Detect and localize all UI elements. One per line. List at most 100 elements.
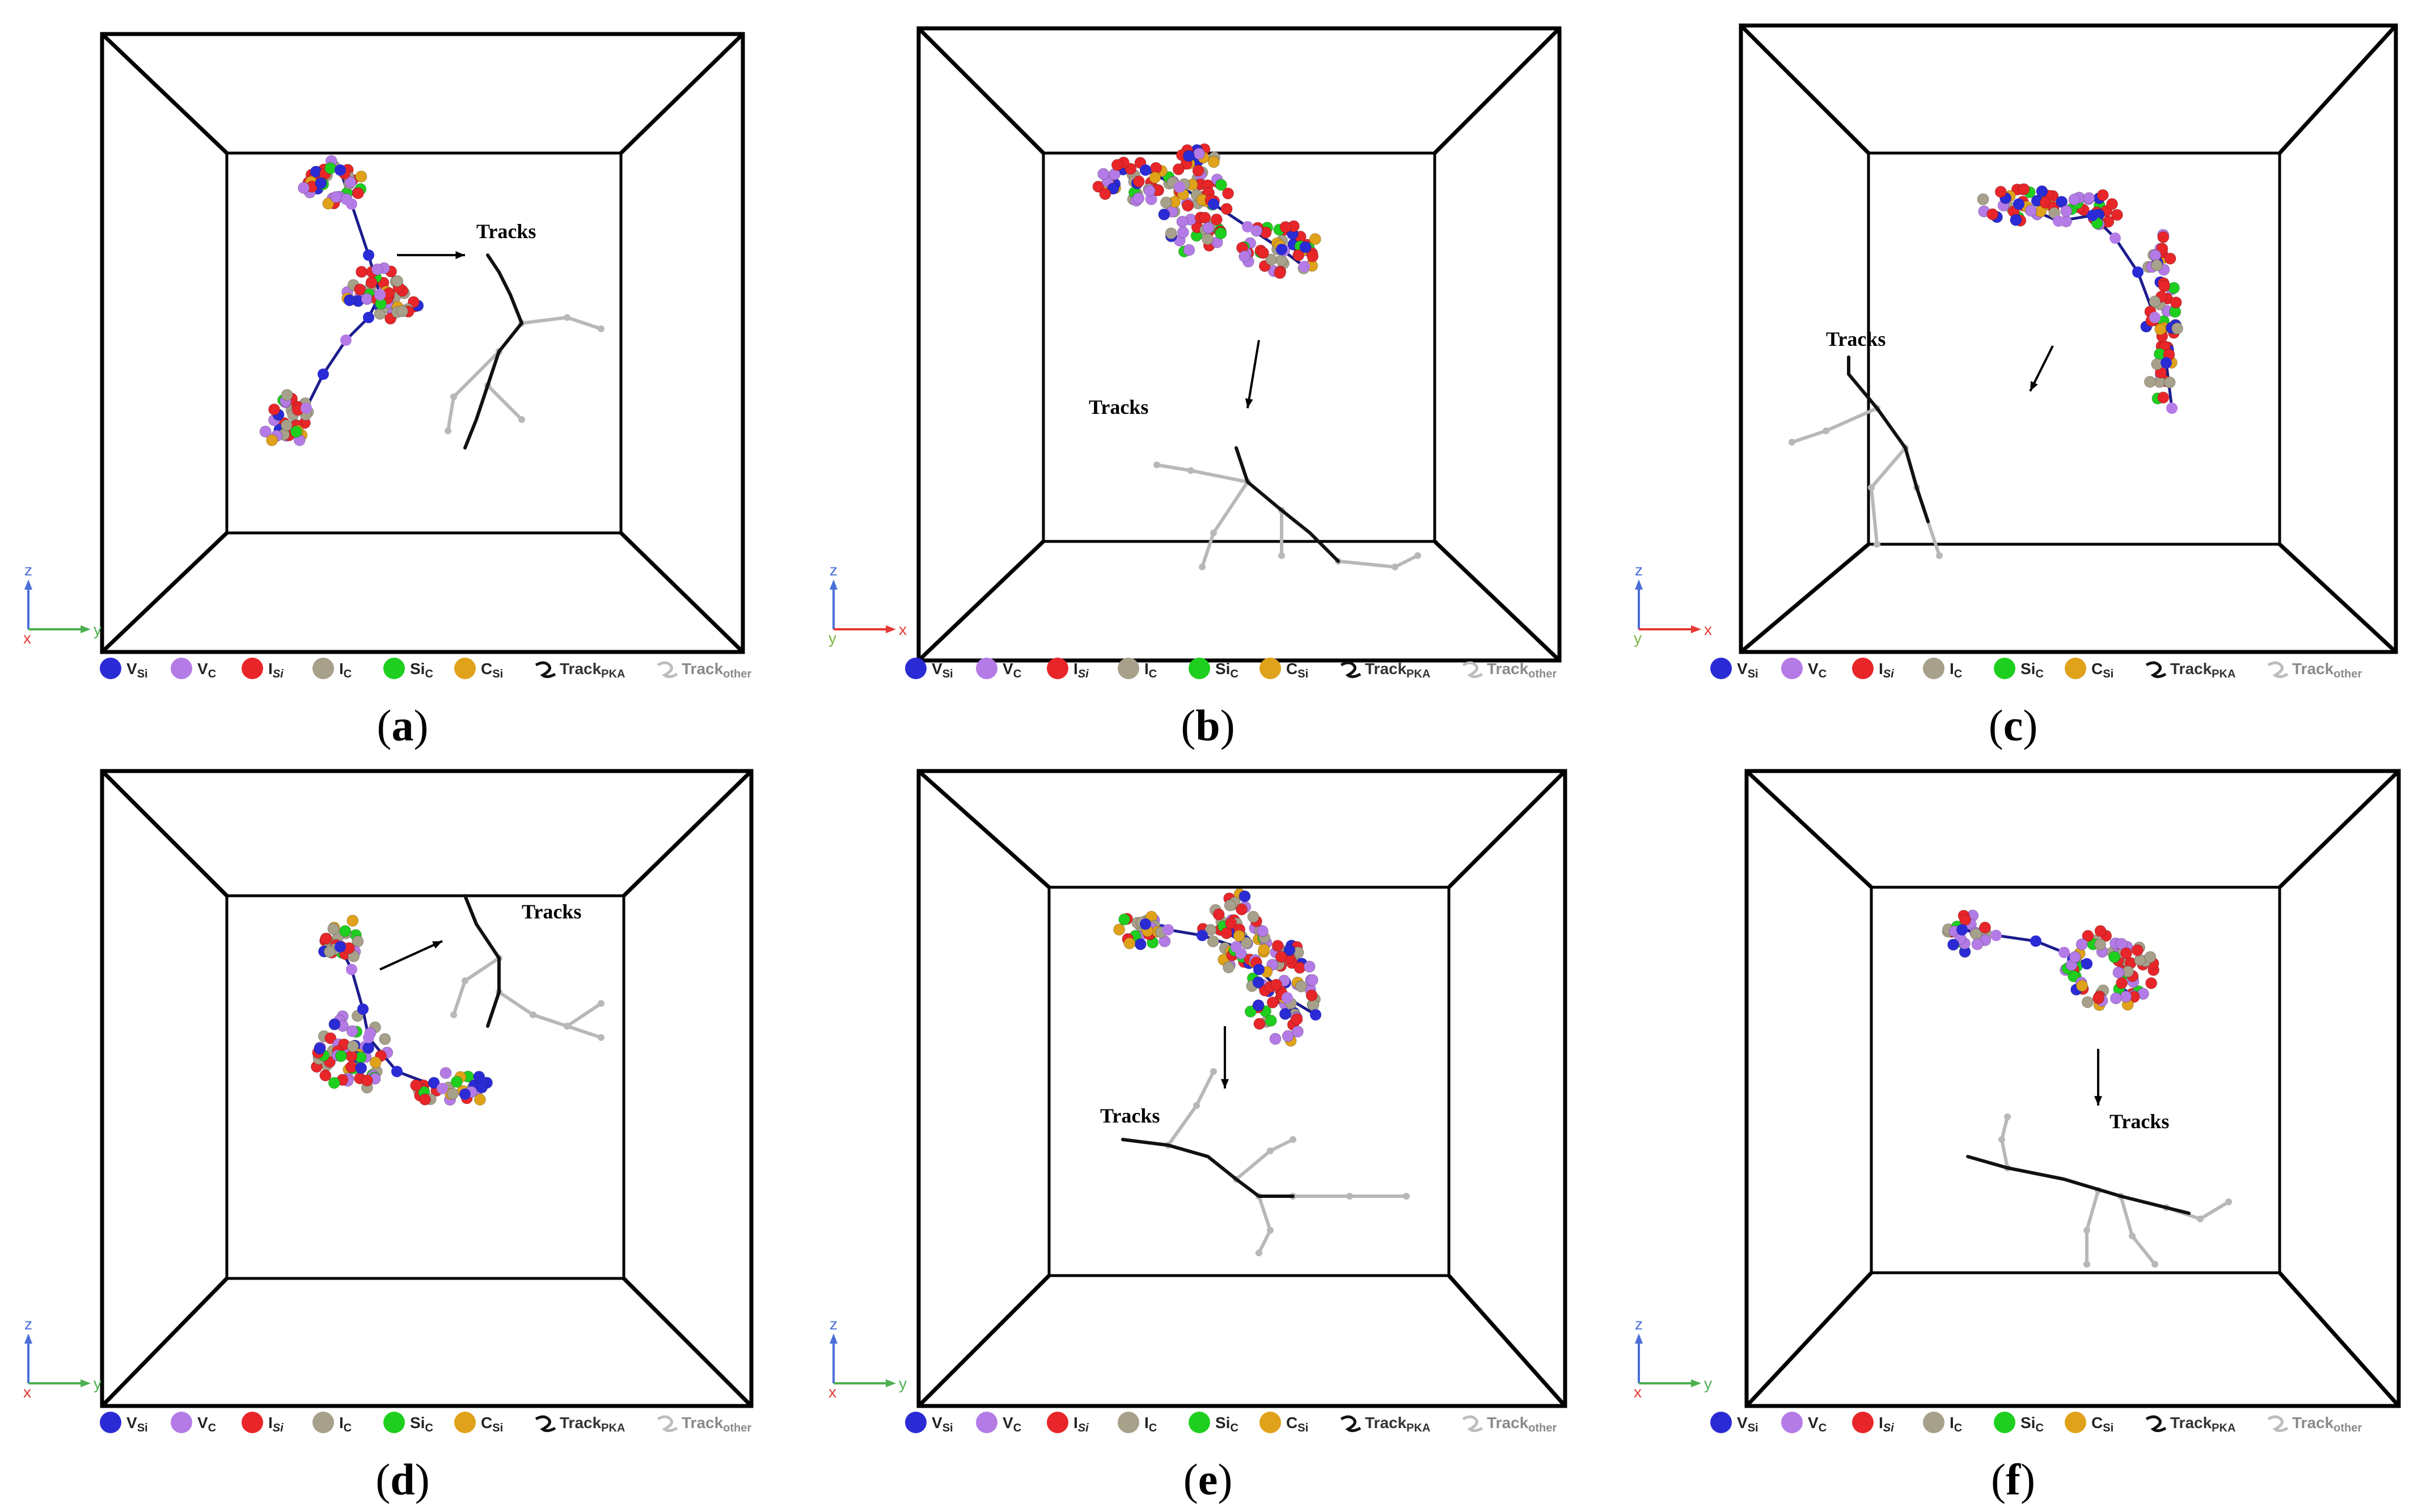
legend-label-trackother: Trackother — [2292, 660, 2362, 680]
track-node — [2083, 1261, 2090, 1268]
axis-horizontal-arrow — [1691, 1379, 1701, 1387]
atom-vc — [1291, 1026, 1304, 1038]
atom-vsi — [1253, 964, 1265, 975]
legend-swatch-vsi — [1710, 658, 1732, 679]
track-node — [1789, 439, 1795, 446]
legend-swatch-sic — [1994, 658, 2015, 679]
atom-vsi — [1283, 944, 1296, 956]
track-node — [1278, 552, 1285, 559]
atom-vsi — [391, 1066, 403, 1077]
atom-vc — [1143, 185, 1156, 197]
atom-vc — [346, 1025, 358, 1037]
axis-vertical-label: z — [24, 561, 32, 579]
atom-vc — [1269, 1032, 1282, 1045]
legend-swatch-trackpka — [535, 1415, 556, 1433]
atom-vc — [371, 263, 383, 276]
atom-isi — [1099, 188, 1111, 200]
legend-label-ic: IC — [1144, 660, 1157, 680]
atom-csi — [1233, 930, 1245, 942]
atom-vsi — [362, 1042, 375, 1054]
legend-label-ic: IC — [1950, 660, 1962, 680]
pointer-arrow-head — [1220, 1079, 1229, 1089]
atom-ic — [1247, 910, 1259, 923]
atom-ic — [1295, 980, 1307, 993]
axis-vertical-arrow — [1635, 579, 1643, 590]
legend-label-isi: ISi — [1879, 1414, 1894, 1434]
atom-vc — [340, 334, 352, 346]
atom-vc — [1256, 925, 1269, 937]
track-node — [1290, 1136, 1296, 1143]
legend-swatch-csi — [454, 658, 476, 679]
atom-isi — [352, 187, 364, 200]
atom-vsi — [2036, 185, 2048, 197]
atom-ic — [1224, 899, 1236, 912]
pointer-arrow-head — [1245, 398, 1253, 408]
axis-triad: zxy — [1634, 561, 1712, 647]
atom-isi — [1305, 989, 1318, 1002]
atom-vc — [1306, 974, 1318, 986]
box-edge-2 — [2278, 543, 2398, 654]
legend-swatch-vc — [1781, 1412, 1803, 1433]
atom-ic — [1240, 937, 1253, 949]
track-node — [1193, 1102, 1200, 1109]
track-node — [2151, 1261, 2158, 1268]
atom-csi — [346, 914, 359, 927]
legend-swatch-ic — [312, 1412, 334, 1433]
atom-isi — [1220, 927, 1233, 939]
legend-label-csi: CSi — [1286, 1414, 1308, 1434]
track-other — [1870, 446, 1907, 546]
atom-ic — [327, 923, 340, 935]
legend-label-ic: IC — [1144, 1414, 1157, 1434]
tracks-label: Tracks — [1826, 328, 1886, 350]
atom-ic — [2149, 295, 2161, 308]
atom-csi — [1113, 924, 1126, 936]
atom-vc — [1183, 244, 1195, 256]
atom-vsi — [328, 1018, 341, 1031]
track-node — [1199, 564, 1206, 570]
legend-label-csi: CSi — [2091, 660, 2113, 680]
track-other — [1155, 463, 1249, 484]
legend-label-trackpka: TrackPKA — [2170, 1414, 2235, 1434]
atom-vsi — [315, 177, 327, 189]
box-edge-1 — [1447, 769, 1567, 889]
tracks — [1966, 1113, 2232, 1268]
axis-horizontal-arrow — [886, 1379, 896, 1387]
legend-label-csi: CSi — [481, 660, 503, 680]
legend-swatch-vsi — [100, 1412, 121, 1433]
atom-isi — [1959, 914, 1971, 926]
atom-csi — [266, 434, 278, 446]
track-node — [462, 977, 468, 984]
simulation-box — [916, 769, 1567, 1408]
track-node — [1255, 1250, 1262, 1256]
atom-isi — [1266, 996, 1279, 1009]
panel-caption-a: (a) — [377, 701, 429, 750]
atom-vsi — [363, 249, 374, 261]
track-node — [1998, 1136, 2005, 1143]
legend-swatch-csi — [1259, 658, 1281, 679]
legend-label-vc: VC — [1003, 660, 1021, 680]
axis-triad: zyx — [828, 1315, 907, 1401]
atom-vc — [1097, 168, 1110, 180]
box-inner-frame — [1042, 151, 1436, 543]
atom-vsi — [2056, 196, 2068, 208]
atom-vc — [2112, 966, 2125, 979]
box-edge-0 — [917, 27, 1045, 155]
atom-sic — [339, 925, 352, 937]
track-other — [486, 384, 523, 421]
atom-isi — [356, 266, 368, 278]
atom-sic — [1215, 227, 1227, 239]
atom-ic — [1165, 227, 1177, 240]
atom-isi — [1111, 159, 1123, 171]
track-other — [565, 1002, 603, 1028]
atom-vc — [330, 191, 342, 204]
atom-isi — [365, 276, 378, 289]
panel-caption-c: (c) — [1988, 701, 2038, 750]
track-node — [1414, 552, 1421, 559]
legend-swatch-isi — [242, 1412, 263, 1433]
